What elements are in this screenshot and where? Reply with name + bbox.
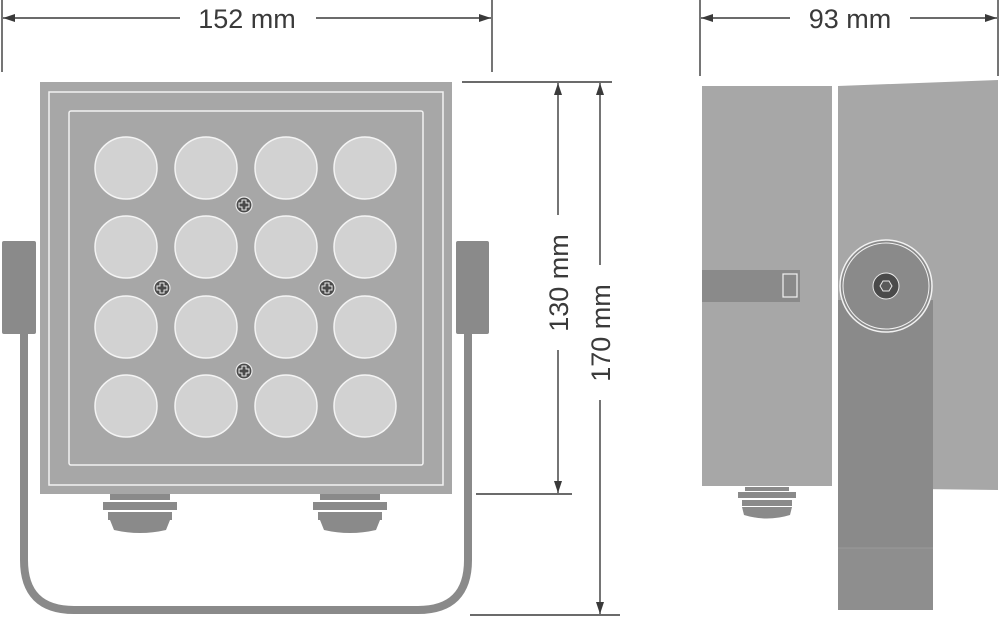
left-bracket — [2, 241, 36, 334]
led-array — [94, 136, 397, 438]
front-view — [2, 82, 489, 614]
led-lens — [254, 215, 318, 279]
dimension-overall-height: 170 mm — [470, 81, 620, 616]
right-bracket — [456, 241, 489, 334]
led-lens — [174, 374, 238, 438]
led-lens — [174, 136, 238, 200]
led-lens — [333, 295, 397, 359]
cable-gland-left — [103, 494, 177, 533]
led-lens — [333, 136, 397, 200]
screw-icon — [153, 279, 171, 297]
dimension-width: 152 mm — [1, 0, 493, 72]
led-lens — [174, 295, 238, 359]
side-view — [702, 80, 998, 610]
led-lens — [94, 215, 158, 279]
housing-front — [40, 82, 452, 494]
led-lens — [94, 374, 158, 438]
hex-bolt-icon — [872, 272, 900, 300]
led-lens — [333, 215, 397, 279]
led-lens — [94, 136, 158, 200]
led-lens — [333, 374, 397, 438]
led-lens — [174, 215, 238, 279]
led-lens — [254, 295, 318, 359]
screw-icon — [318, 279, 336, 297]
screw-icon — [235, 362, 253, 380]
cable-gland-right — [313, 494, 387, 533]
dimension-body-height: 130 mm — [462, 81, 574, 495]
led-lens — [94, 295, 158, 359]
depth-label: 93 mm — [809, 4, 892, 34]
body-height-label: 130 mm — [544, 234, 574, 332]
screws — [153, 196, 336, 380]
led-lens — [254, 374, 318, 438]
width-label: 152 mm — [198, 4, 296, 34]
dimension-depth: 93 mm — [699, 0, 999, 76]
cable-gland-side — [738, 487, 796, 519]
screw-icon — [235, 196, 253, 214]
overall-height-label: 170 mm — [586, 284, 616, 382]
mounting-yoke — [20, 308, 472, 614]
led-lens — [254, 136, 318, 200]
